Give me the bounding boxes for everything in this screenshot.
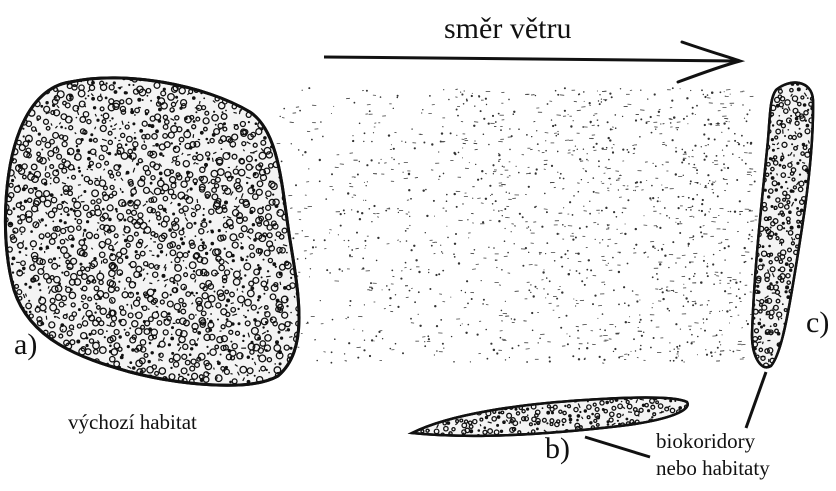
corridor-label-line1: biokoridory bbox=[656, 428, 770, 455]
pointer-line-c bbox=[746, 372, 766, 428]
wind-direction-arrow bbox=[324, 42, 740, 82]
wind-direction-label: směr větru bbox=[444, 12, 571, 46]
seed-dispersal-stipple bbox=[276, 87, 758, 364]
pointer-line-b bbox=[585, 437, 650, 457]
corridor-label-line2: nebo habitaty bbox=[656, 455, 770, 482]
label-b: b) bbox=[545, 432, 570, 466]
label-a: a) bbox=[14, 328, 37, 362]
label-c: c) bbox=[806, 306, 829, 340]
source-habitat-label: výchozí habitat bbox=[68, 410, 197, 435]
corridor-label: biokoridory nebo habitaty bbox=[656, 428, 770, 482]
source-habitat-patch bbox=[0, 67, 318, 402]
